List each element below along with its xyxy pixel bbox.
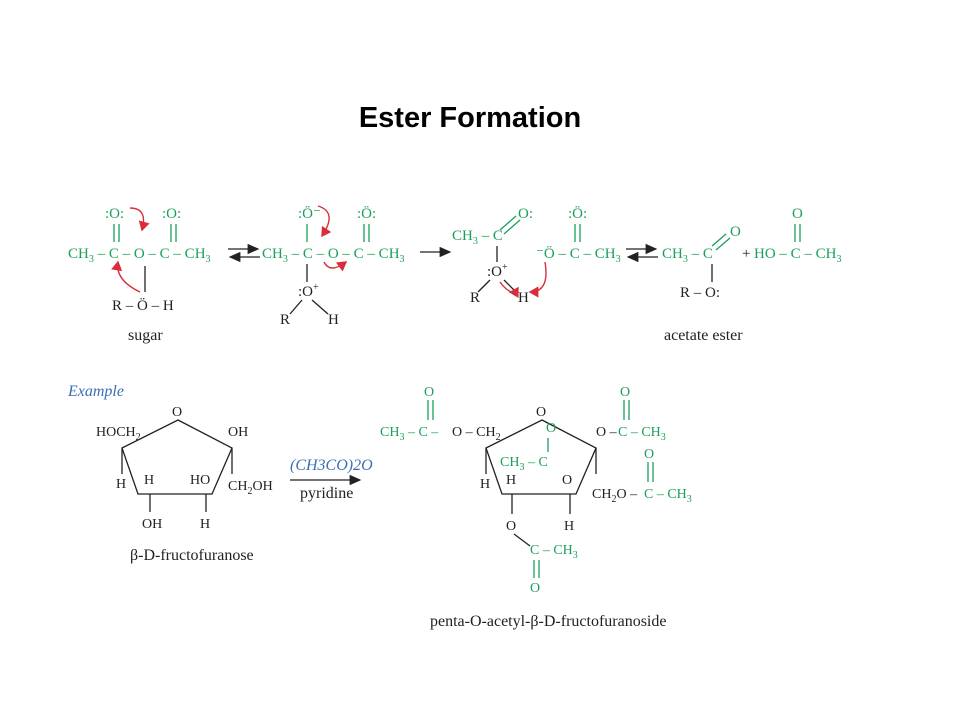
svg-text:CH3 – C: CH3 – C [452, 228, 503, 247]
svg-text:HO: HO [190, 473, 210, 488]
svg-text:H: H [200, 517, 210, 532]
svg-text::Ö:: :Ö: [357, 205, 376, 222]
svg-text:H: H [144, 473, 154, 488]
svg-text:CH2OH: CH2OH [228, 479, 273, 497]
svg-text::Ö:: :Ö: [568, 205, 587, 222]
equilibrium-arrow-1 [228, 243, 260, 263]
svg-text:OH: OH [228, 425, 248, 440]
svg-text:O: O [424, 385, 434, 400]
acetate-ester-caption: acetate ester [664, 327, 743, 344]
svg-text:CH3 – C –: CH3 – C – [380, 425, 439, 443]
svg-text::O:: :O: [162, 206, 181, 222]
svg-text:O: O [530, 581, 540, 596]
svg-text:H: H [480, 477, 490, 492]
penta-acetyl-product-structure: O CH3 – C – O – CH2 O O – C – CH3 O CH3 … [380, 385, 692, 596]
svg-text:H: H [328, 312, 339, 328]
tetrahedral-intermediate-structure: CH3 – C – O – C – CH3 :Ö⁻ :Ö: :O+ R H [262, 205, 405, 328]
svg-text:CH2O –: CH2O – [592, 487, 638, 505]
svg-text:O: O [536, 405, 546, 420]
svg-text:H: H [518, 290, 529, 306]
svg-text:OH: OH [142, 517, 162, 532]
svg-text:CH3 – C – O – C – CH3: CH3 – C – O – C – CH3 [262, 246, 405, 265]
svg-text:⁻Ö – C – CH3: ⁻Ö – C – CH3 [536, 245, 621, 265]
svg-text:H: H [116, 477, 126, 492]
svg-text:R – Ö – H: R – Ö – H [112, 297, 174, 314]
svg-text:O: O [172, 405, 182, 420]
svg-text:R: R [470, 290, 480, 306]
svg-text:O: O [792, 206, 803, 222]
svg-text:C – CH3: C – CH3 [644, 487, 692, 505]
svg-text:O: O [730, 224, 741, 240]
svg-text:HO – C – CH3: HO – C – CH3 [754, 246, 842, 265]
equilibrium-arrow-2 [626, 243, 658, 263]
acetate-ester-structure: CH3 – C O R – O: + HO – C – CH3 O acetat… [662, 206, 842, 344]
acetic-anhydride-structure: CH3 – C – O – C – CH3 :O: :O: R – Ö – H … [68, 206, 211, 344]
fructofuranose-structure: O HOCH2 OH H CH2OH H HO OH H [96, 405, 273, 532]
svg-text:O: O [562, 473, 572, 488]
reagent-anhydride: (CH3CO)2O [290, 457, 373, 474]
example-label: Example [67, 383, 124, 400]
svg-text:O: O [506, 519, 516, 534]
svg-text:O: O [644, 447, 654, 462]
reagent-pyridine: pyridine [300, 485, 353, 502]
sugar-caption: sugar [128, 327, 163, 344]
svg-text::O:: :O: [105, 206, 124, 222]
plus-sign: + [742, 246, 750, 262]
svg-text:H: H [564, 519, 574, 534]
svg-text:O: O [546, 421, 556, 436]
svg-text:O:: O: [518, 206, 533, 222]
fructofuranose-caption: β-D-fructofuranose [130, 547, 254, 564]
svg-text::Ö⁻: :Ö⁻ [298, 205, 321, 222]
svg-text:CH3 – C: CH3 – C [500, 455, 548, 473]
svg-text:C – CH3: C – CH3 [530, 543, 578, 561]
svg-text:C – CH3: C – CH3 [618, 425, 666, 443]
svg-text:O –: O – [596, 425, 618, 440]
svg-text:CH3 – C – O – C – CH3: CH3 – C – O – C – CH3 [68, 246, 211, 265]
svg-text:O – CH2: O – CH2 [452, 425, 501, 443]
protonated-ester-structure: CH3 – C O: :O+ R H ⁻Ö – C – CH3 :Ö: [452, 205, 621, 306]
svg-text:CH3 – C: CH3 – C [662, 246, 713, 265]
penta-acetyl-caption: penta-O-acetyl-β-D-fructofuranoside [430, 613, 666, 630]
svg-text::O+: :O+ [298, 282, 319, 300]
slide-title: Ester Formation [358, 102, 582, 134]
svg-text:H: H [506, 473, 516, 488]
svg-text:R: R [280, 312, 290, 328]
svg-text:HOCH2: HOCH2 [96, 425, 141, 443]
svg-text::O+: :O+ [487, 262, 508, 280]
svg-text:R – O:: R – O: [680, 285, 720, 301]
svg-text:O: O [620, 385, 630, 400]
